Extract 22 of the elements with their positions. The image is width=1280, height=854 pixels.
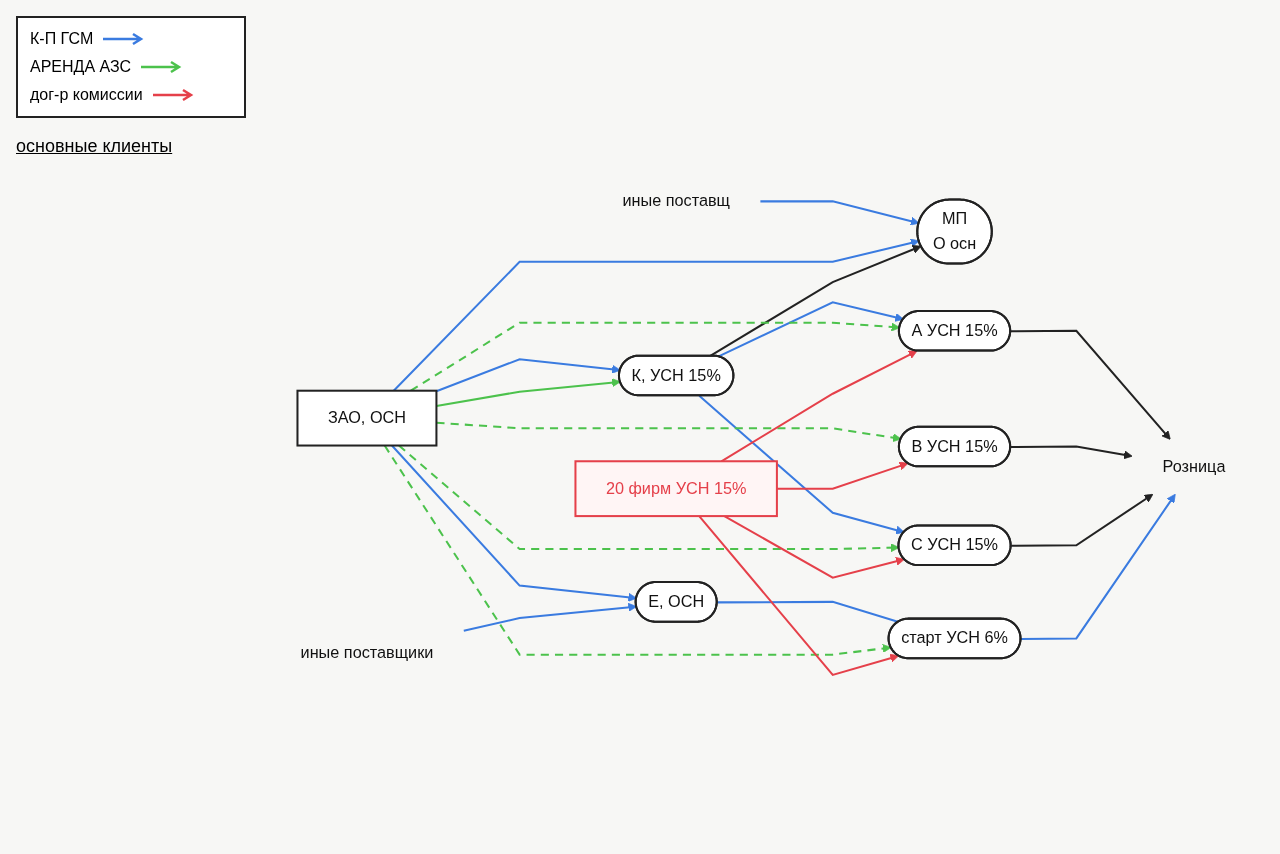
node-box: ЗАО, ОСН bbox=[296, 389, 438, 447]
node-text: иные поставщ bbox=[622, 192, 730, 210]
arrow bbox=[436, 358, 621, 393]
connector bbox=[717, 600, 899, 623]
node-box: 20 фирм УСН 15% bbox=[574, 460, 778, 518]
legend-text: К-П ГСМ bbox=[30, 30, 94, 48]
arrow bbox=[436, 378, 621, 408]
legend-text: дог-р комиссии bbox=[30, 86, 143, 104]
arrow bbox=[393, 238, 920, 392]
arrow bbox=[1010, 445, 1133, 460]
arrow bbox=[463, 602, 637, 632]
arrow bbox=[1011, 493, 1154, 547]
arrow bbox=[698, 395, 905, 535]
arrow bbox=[1021, 493, 1176, 640]
heading-note: основные клиенты bbox=[16, 136, 174, 157]
arrow bbox=[1010, 329, 1171, 440]
arrow bbox=[760, 200, 920, 226]
arrow bbox=[436, 421, 902, 443]
arrow bbox=[776, 461, 909, 490]
node-text: иные поставщики bbox=[300, 643, 434, 661]
legend-text: АРЕНДА АЗС bbox=[30, 58, 132, 76]
node-text: Розница bbox=[1162, 457, 1226, 475]
